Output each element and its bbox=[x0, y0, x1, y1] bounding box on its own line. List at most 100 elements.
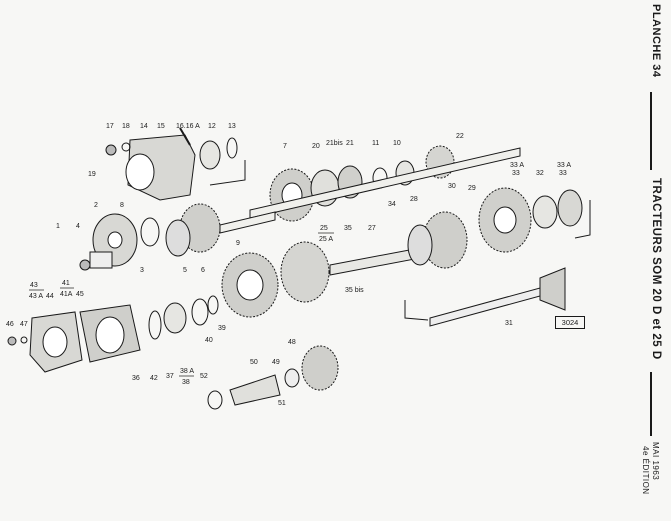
plate-title: TRACTEURS SOM 20 D et 25 D bbox=[650, 178, 662, 360]
label-12: 12 bbox=[208, 123, 216, 130]
nut-17 bbox=[105, 144, 117, 156]
label-21bis: 21bis bbox=[326, 140, 343, 147]
label-44: 44 bbox=[46, 293, 54, 300]
label-22: 22 bbox=[456, 133, 464, 140]
label-11: 11 bbox=[372, 140, 379, 147]
label-43: 43 bbox=[30, 282, 38, 289]
shaft-50 bbox=[229, 374, 281, 406]
label-27: 27 bbox=[368, 225, 376, 232]
gear-5 bbox=[165, 219, 191, 257]
label-35: 35 bbox=[344, 225, 352, 232]
gear-48 bbox=[301, 345, 339, 391]
label-29: 29 bbox=[468, 185, 476, 192]
label-18: 18 bbox=[122, 123, 130, 130]
gear-35 bbox=[407, 224, 433, 266]
label-46: 46 bbox=[6, 321, 14, 328]
plate-number: PLANCHE 34 bbox=[650, 4, 662, 78]
label-48: 48 bbox=[288, 339, 296, 346]
seal-42 bbox=[148, 310, 162, 340]
label-47: 47 bbox=[20, 321, 28, 328]
label-33a-2: 33 A bbox=[557, 162, 571, 169]
cup-33 bbox=[557, 189, 583, 227]
label-35bis: 35 bis bbox=[345, 287, 364, 294]
bolt-16 bbox=[179, 127, 191, 146]
label-41a: 41A bbox=[60, 291, 73, 298]
label-50: 50 bbox=[250, 359, 258, 366]
middle-gear-large bbox=[221, 252, 279, 318]
label-40: 40 bbox=[205, 337, 213, 344]
upper-shaft bbox=[249, 147, 521, 219]
label-19: 19 bbox=[88, 171, 96, 178]
label-38a: 38 A bbox=[180, 368, 194, 375]
publication-date: MAI 1963 bbox=[651, 442, 660, 481]
label-21: 21 bbox=[346, 140, 354, 147]
ring-40 bbox=[191, 298, 209, 326]
label-31: 31 bbox=[505, 320, 513, 327]
middle-gear-cluster bbox=[280, 241, 330, 303]
pinion-shaft-31 bbox=[429, 287, 541, 327]
label-8: 8 bbox=[120, 202, 124, 209]
header-rule-bottom bbox=[650, 372, 652, 436]
bracket-33 bbox=[574, 200, 591, 239]
label-3: 3 bbox=[140, 267, 144, 274]
label-17: 17 bbox=[106, 123, 114, 130]
label-45: 45 bbox=[76, 291, 84, 298]
label-2: 2 bbox=[94, 202, 98, 209]
label-6: 6 bbox=[201, 267, 205, 274]
middle-shaft-9 bbox=[219, 211, 276, 234]
label-51: 51 bbox=[278, 400, 286, 407]
label-14: 14 bbox=[140, 123, 148, 130]
label-33-2: 33 bbox=[559, 170, 567, 177]
label-41: 41 bbox=[62, 280, 70, 287]
label-7: 7 bbox=[283, 143, 287, 150]
label-1: 1 bbox=[56, 223, 60, 230]
bracket-line bbox=[209, 160, 246, 186]
label-9: 9 bbox=[236, 240, 240, 247]
label-38: 38 bbox=[182, 379, 190, 386]
nut-46 bbox=[7, 336, 17, 346]
label-13: 13 bbox=[228, 123, 236, 130]
header-rule-top bbox=[650, 92, 652, 170]
label-16: 16.16 A bbox=[176, 123, 200, 130]
bearing-38 bbox=[163, 302, 187, 334]
label-4: 4 bbox=[76, 223, 80, 230]
label-28: 28 bbox=[410, 196, 418, 203]
ring-13 bbox=[226, 137, 238, 159]
label-43a: 43 A bbox=[29, 293, 43, 300]
ring-39 bbox=[207, 295, 219, 315]
nut-4 bbox=[79, 259, 91, 271]
bearing-12 bbox=[199, 140, 221, 170]
layshaft-27 bbox=[329, 247, 421, 276]
label-5: 5 bbox=[183, 267, 187, 274]
label-49: 49 bbox=[272, 359, 280, 366]
label-42: 42 bbox=[150, 375, 158, 382]
upper-gear-7 bbox=[269, 168, 315, 222]
label-25a: 25 A bbox=[319, 236, 333, 243]
edition-label: 4e ÉDITION bbox=[641, 446, 650, 495]
label-30: 30 bbox=[448, 183, 456, 190]
label-25: 25 bbox=[320, 225, 328, 232]
label-52: 52 bbox=[200, 373, 208, 380]
label-10: 10 bbox=[393, 140, 401, 147]
label-20: 20 bbox=[312, 143, 320, 150]
washer-18 bbox=[121, 142, 131, 152]
upper-bearing-19 bbox=[125, 153, 155, 191]
label-32: 32 bbox=[536, 170, 544, 177]
bevel-pinion bbox=[539, 267, 566, 311]
label-33a-1: 33 A bbox=[510, 162, 524, 169]
figure-reference-box: 3024 bbox=[555, 316, 585, 329]
exploded-gearbox-diagram: 17 18 14 15 16.16 A 12 13 19 7 20 21bis … bbox=[6, 123, 591, 410]
gear-29 bbox=[478, 187, 532, 253]
label-37: 37 bbox=[166, 373, 174, 380]
bushing-49 bbox=[284, 368, 300, 388]
label-15: 15 bbox=[157, 123, 165, 130]
label-36: 36 bbox=[132, 375, 140, 382]
plate-8 bbox=[140, 217, 160, 247]
label-39: 39 bbox=[218, 325, 226, 332]
ring-52 bbox=[207, 390, 223, 410]
bearing-32 bbox=[532, 195, 558, 229]
label-33-1: 33 bbox=[512, 170, 520, 177]
label-34: 34 bbox=[388, 201, 396, 208]
callout-labels: 17 18 14 15 16.16 A 12 13 19 7 20 21bis … bbox=[6, 123, 571, 407]
